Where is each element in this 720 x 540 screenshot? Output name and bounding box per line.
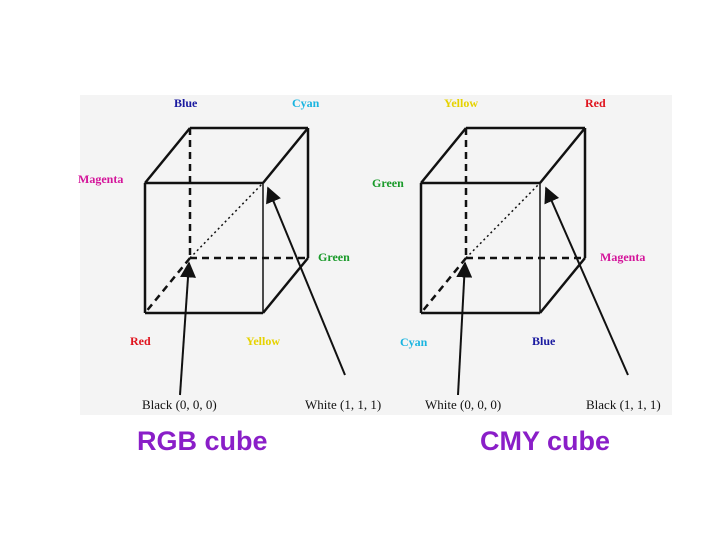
cmy-diagonal — [465, 182, 541, 259]
cmy-edge — [420, 127, 467, 184]
cmy-label-white-point: White (0, 0, 0) — [425, 397, 502, 412]
cmy-white-arrow — [456, 261, 473, 396]
cmy-label-magenta: Magenta — [600, 250, 646, 264]
rgb-diagonal — [189, 182, 264, 259]
rgb-label-white-point: White (1, 1, 1) — [305, 397, 382, 412]
rgb-edge — [144, 127, 191, 184]
rgb-white-arrow — [266, 186, 346, 376]
rgb-label-black-point: Black (0, 0, 0) — [142, 397, 217, 412]
rgb-label-blue: Blue — [174, 96, 198, 110]
rgb-label-cyan: Cyan — [292, 96, 320, 110]
cmy-label-green: Green — [372, 176, 404, 190]
rgb-label-green: Green — [318, 250, 350, 264]
cmy-edge — [539, 257, 586, 314]
cmy-edge — [539, 127, 586, 184]
cmy-label-blue: Blue — [532, 334, 556, 348]
cmy-label-cyan: Cyan — [400, 335, 428, 349]
diagram-panel — [80, 95, 672, 415]
cmy-label-red: Red — [585, 96, 606, 110]
cmy-cube-caption: CMY cube — [480, 426, 611, 456]
cmy-hidden-edge — [420, 257, 467, 314]
cmy-label-black-point: Black (1, 1, 1) — [586, 397, 661, 412]
rgb-cube — [143, 126, 346, 396]
rgb-edge — [262, 127, 309, 184]
cmy-label-yellow: Yellow — [444, 96, 478, 110]
rgb-black-arrow — [179, 261, 197, 396]
rgb-label-yellow: Yellow — [246, 334, 280, 348]
rgb-hidden-edge — [144, 257, 191, 314]
rgb-label-magenta: Magenta — [78, 172, 124, 186]
cmy-black-arrow — [544, 186, 629, 376]
rgb-cube-caption: RGB cube — [137, 426, 268, 456]
cmy-cube — [419, 126, 629, 396]
rgb-label-red: Red — [130, 334, 151, 348]
